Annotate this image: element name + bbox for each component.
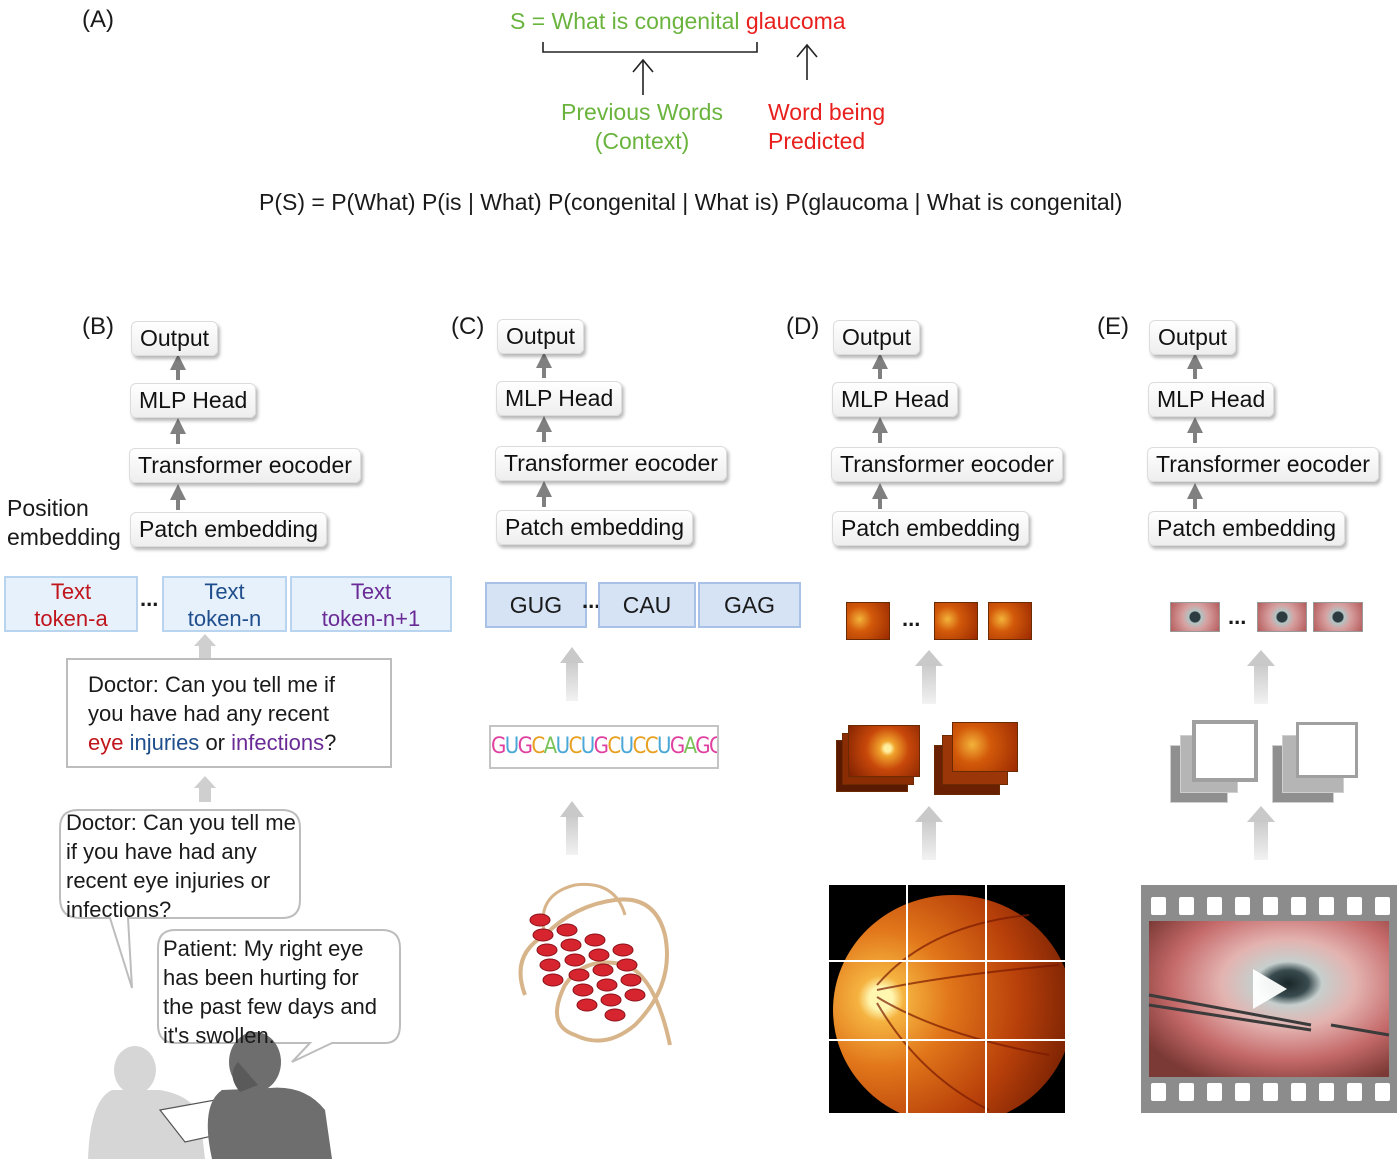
sentence-context: S = What is congenital <box>510 8 740 34</box>
prompt-word-injuries: injuries <box>129 730 200 755</box>
d-mlp-head-box: MLP Head <box>832 382 959 417</box>
d-light-arrows <box>915 650 943 860</box>
panel-d-label: (D) <box>786 313 820 340</box>
context-caption: Previous Words (Context) <box>561 99 723 154</box>
text-token-a: Text token-a <box>4 576 138 632</box>
surgical-video-frame <box>1141 885 1397 1113</box>
nucleotide: G <box>491 734 506 759</box>
e-transformer-box: Transformer eocoder <box>1147 447 1379 482</box>
codon-token-1: GUG <box>485 582 587 628</box>
dialogue-illustration <box>59 809 401 1159</box>
text-token-n-plus-1: Text token-n+1 <box>290 576 452 632</box>
fundus-patch-token-1 <box>846 602 890 640</box>
nucleotide: U <box>555 734 570 759</box>
d-token-ellipsis: ... <box>902 606 921 631</box>
rna-sequence-box: GUGCAUCUGCUCCUGAGGAG <box>489 725 719 769</box>
e-mlp-head-box: MLP Head <box>1148 382 1275 417</box>
nucleotide: G <box>695 734 710 759</box>
nucleotide: C <box>531 734 545 759</box>
example-sentence: S = What is congenital glaucoma <box>510 8 846 35</box>
b-mlp-head-box: MLP Head <box>130 383 257 418</box>
predicted-caption: Word being Predicted <box>768 99 886 154</box>
nucleotide: C <box>644 734 659 759</box>
e-output-box: Output <box>1149 320 1237 355</box>
tokenized-prompt-box: Doctor: Can you tell me if you have had … <box>66 658 392 768</box>
protein-structure-icon <box>518 882 672 1046</box>
panel-c-label: (C) <box>451 313 485 340</box>
text-token-n: Text token-n <box>162 576 287 632</box>
c-output-box: Output <box>497 319 585 354</box>
prompt-word-eye: eye <box>88 730 124 755</box>
codon-token-2: CAU <box>598 582 696 628</box>
b-transformer-box: Transformer eocoder <box>129 448 361 483</box>
nucleotide: G <box>669 734 685 759</box>
video-patch-token-3 <box>1313 602 1363 632</box>
patient-silhouette <box>207 1032 332 1159</box>
play-icon <box>1253 969 1287 1009</box>
nucleotide: C <box>607 734 621 759</box>
film-sprocket-holes <box>1151 897 1390 1101</box>
fundus-patch-token-2 <box>934 602 978 640</box>
c-transformer-box: Transformer eocoder <box>495 446 727 481</box>
b-token-ellipsis: ... <box>140 586 159 611</box>
panel-b-label: (B) <box>82 313 114 340</box>
position-embedding-label: Position embedding <box>7 495 121 550</box>
doctor-speech-bubble <box>59 809 301 989</box>
fundus-patch-grid <box>829 885 1065 1113</box>
d-patch-embedding-box: Patch embedding <box>832 511 1030 546</box>
e-token-ellipsis: ... <box>1228 604 1247 629</box>
fundus-patch-token-3 <box>988 602 1032 640</box>
surgical-instruments <box>1148 993 1390 1037</box>
nucleotide: U <box>580 734 595 759</box>
nucleotide: U <box>504 734 519 759</box>
probability-formula: P(S) = P(What) P(is | What) P(congenital… <box>259 189 1123 215</box>
prompt-word-infections: infections <box>231 730 325 755</box>
pipeline-arrows <box>170 352 1203 510</box>
nucleotide: C <box>568 734 582 759</box>
b-output-box: Output <box>131 321 219 356</box>
patient-answer-text: Patient: My right eye has been hurting f… <box>163 936 378 1048</box>
video-patch-token-1 <box>1170 602 1220 632</box>
panel-a-arrows <box>542 42 818 95</box>
panel-a-label: (A) <box>82 6 114 33</box>
nucleotide: G <box>709 734 717 759</box>
fundus-image <box>829 885 1065 1113</box>
panel-e-label: (E) <box>1097 313 1129 340</box>
c-mlp-head-box: MLP Head <box>496 381 623 416</box>
nucleotide: U <box>656 734 671 759</box>
sentence-target-word: glaucoma <box>745 8 846 34</box>
nucleotide: G <box>517 734 533 759</box>
b-light-arrows <box>194 634 216 802</box>
c-patch-embedding-box: Patch embedding <box>496 510 694 545</box>
c-light-arrows <box>560 647 584 855</box>
nucleotide: A <box>543 734 558 759</box>
d-transformer-box: Transformer eocoder <box>831 447 1063 482</box>
c-token-ellipsis: ... <box>582 588 601 613</box>
nucleotide: G <box>593 734 609 759</box>
codon-token-3: GAG <box>698 582 801 628</box>
b-patch-embedding-box: Patch embedding <box>130 512 328 547</box>
nucleotide: U <box>619 734 634 759</box>
doctor-question-text: Doctor: Can you tell me if you have had … <box>66 810 296 922</box>
e-patch-embedding-box: Patch embedding <box>1148 511 1346 546</box>
context-bracket <box>542 42 758 53</box>
rna-sequence-text: GUGCAUCUGCUCCUGAGGAG <box>491 734 717 759</box>
patient-speech-bubble <box>157 929 401 1063</box>
d-output-box: Output <box>833 320 921 355</box>
nucleotide: C <box>632 734 647 759</box>
e-light-arrows <box>1247 650 1275 860</box>
nucleotide: A <box>683 734 697 759</box>
video-patch-token-2 <box>1257 602 1307 632</box>
